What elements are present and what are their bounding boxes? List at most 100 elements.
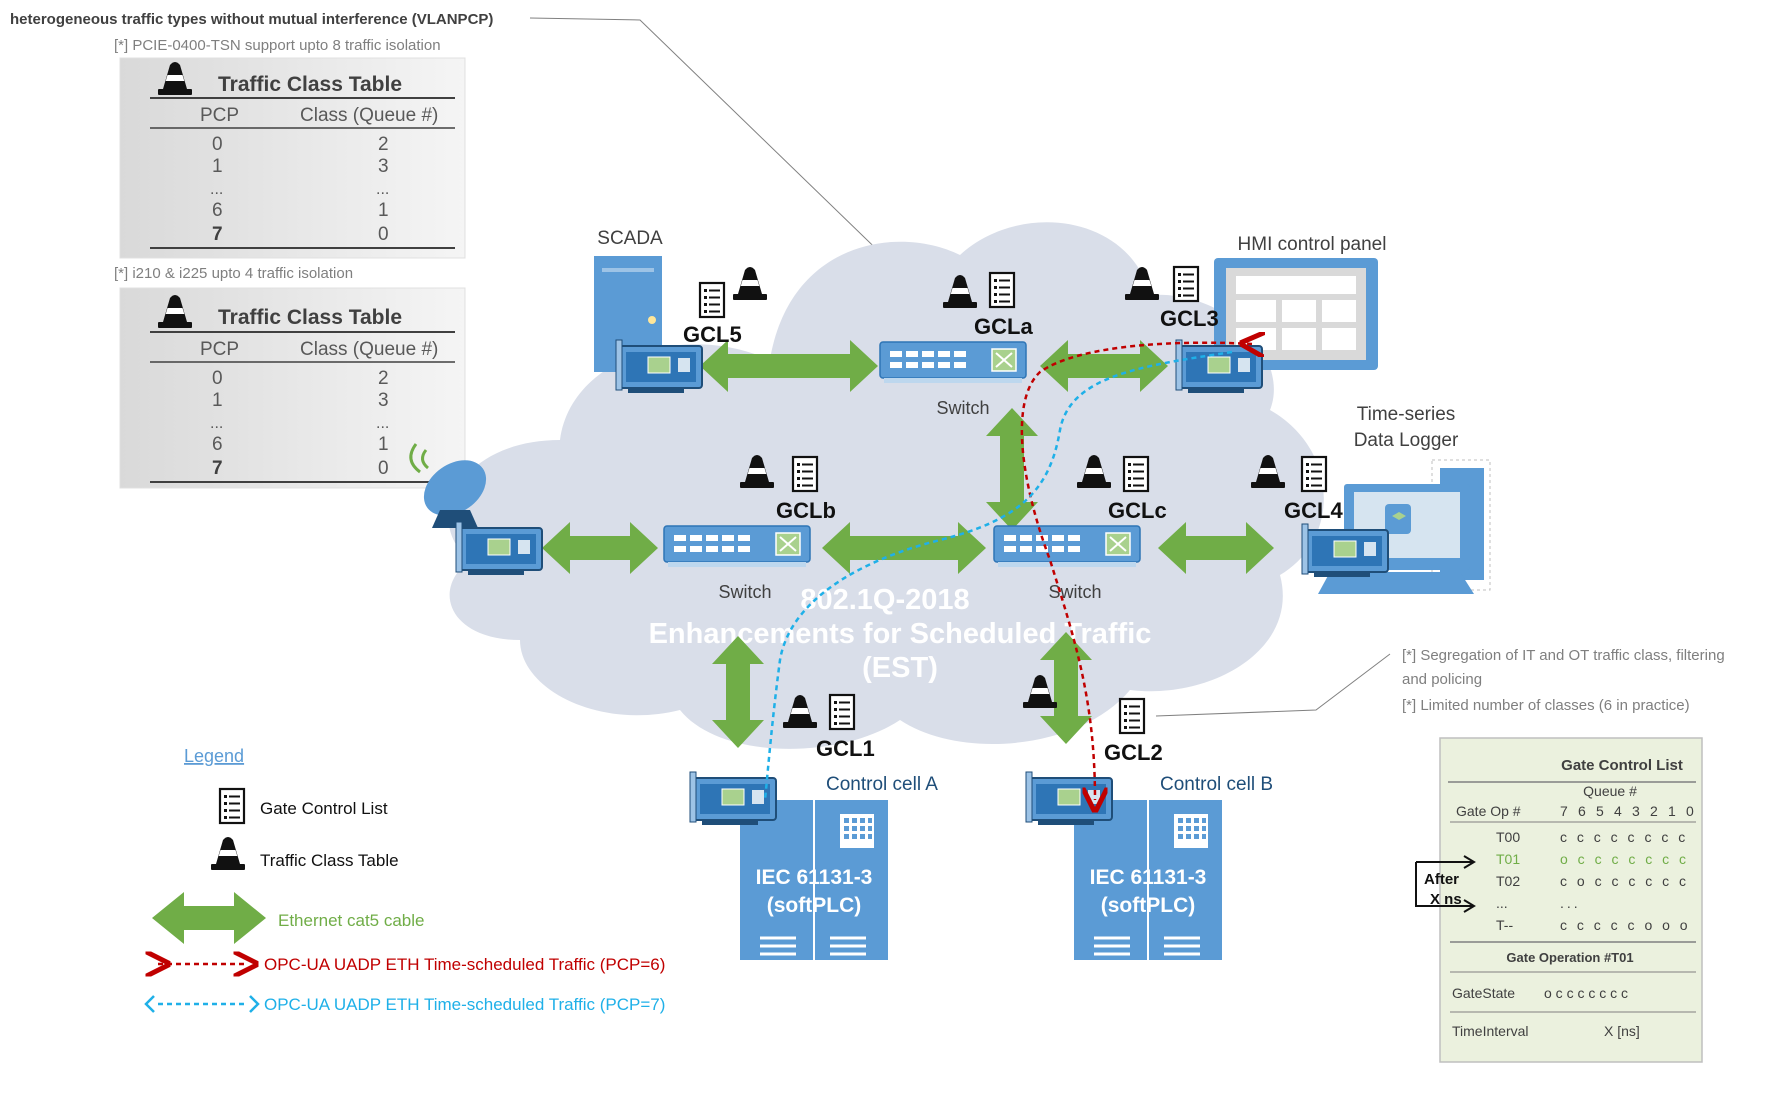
gcl5-label: GCL5 bbox=[683, 322, 742, 347]
gcl-queue-header: Queue # bbox=[1583, 783, 1637, 799]
logger-node: Time-series Data Logger GCL4 bbox=[1251, 404, 1491, 594]
gclb-label: GCLb bbox=[776, 498, 836, 523]
tct-bottom-pcp-2: ... bbox=[210, 415, 223, 432]
nic-card-icon bbox=[1025, 771, 1113, 826]
gcl-row-states: c o c c c c c c bbox=[1560, 873, 1689, 889]
tct-bottom-pcp-0: 0 bbox=[212, 368, 223, 389]
tct-top-cls-2: ... bbox=[376, 181, 389, 198]
plc-b-line1: IEC 61131-3 bbox=[1090, 866, 1207, 889]
legend-title: Legend bbox=[184, 746, 244, 766]
red-traffic-flow bbox=[1020, 343, 1252, 800]
tct-bottom-note: [*] i210 & i225 upto 4 traffic isolation bbox=[114, 265, 353, 282]
tct-top-cls-3: 1 bbox=[378, 200, 389, 221]
tct-top-cls-4: 0 bbox=[378, 224, 389, 245]
tct-bottom-title: Traffic Class Table bbox=[218, 306, 402, 329]
cable-switch-a-switch-c bbox=[986, 408, 1038, 530]
gate-control-list-icon bbox=[791, 455, 819, 493]
tct-top-cls-1: 3 bbox=[378, 156, 389, 177]
tct-bottom-col-class: Class (Queue #) bbox=[300, 339, 438, 360]
gate-control-list-icon bbox=[218, 787, 246, 825]
nic-card-icon bbox=[1175, 339, 1263, 394]
cell-b-label: Control cell B bbox=[1160, 774, 1273, 795]
gcl-queue-3: 3 bbox=[1632, 803, 1640, 819]
gcl1-label: GCL1 bbox=[816, 736, 875, 761]
gcl-col-gateop: Gate Op # bbox=[1456, 803, 1521, 819]
legend-red: OPC-UA UADP ETH Time-scheduled Traffic (… bbox=[264, 955, 665, 974]
gcl-row-op: T-- bbox=[1496, 917, 1513, 933]
switch-c-label: Switch bbox=[1048, 582, 1101, 602]
gcl-queue-5: 5 bbox=[1596, 803, 1604, 819]
tct-top-pcp-4: 7 bbox=[212, 224, 223, 245]
radio-node bbox=[409, 443, 543, 576]
traffic-class-table-bottom: [*] i210 & i225 upto 4 traffic isolation… bbox=[114, 265, 466, 489]
gate-control-list-icon bbox=[698, 281, 726, 319]
tct-top-pcp-1: 1 bbox=[212, 156, 223, 177]
switch-icon bbox=[993, 525, 1141, 568]
tct-bottom-pcp-4: 7 bbox=[212, 458, 223, 479]
gcl2-label: GCL2 bbox=[1104, 740, 1163, 765]
cable-radio-switch-b bbox=[542, 522, 658, 574]
plc-b-line2: (softPLC) bbox=[1101, 894, 1195, 917]
hmi-label: HMI control panel bbox=[1238, 234, 1387, 255]
switch-icon bbox=[879, 341, 1027, 384]
nic-card-icon bbox=[689, 771, 777, 826]
interval-value: X [ns] bbox=[1604, 1023, 1640, 1039]
traffic-class-table-icon bbox=[733, 267, 767, 300]
tct-top-pcp-3: 6 bbox=[212, 200, 223, 221]
tct-bottom-col-pcp: PCP bbox=[200, 339, 239, 360]
gcl-queue-6: 6 bbox=[1578, 803, 1586, 819]
gcl-queue-0: 0 bbox=[1686, 803, 1694, 819]
plc-a-line2: (softPLC) bbox=[767, 894, 861, 917]
tct-bottom-cls-0: 2 bbox=[378, 368, 389, 389]
gate-control-list-icon bbox=[1172, 265, 1200, 303]
after-line1: After bbox=[1424, 871, 1459, 888]
scada-node: SCADA GCL5 bbox=[594, 228, 767, 394]
logger-label-line2: Data Logger bbox=[1354, 430, 1459, 451]
gatestate-value: o c c c c c c c bbox=[1544, 985, 1628, 1001]
tct-bottom-cls-1: 3 bbox=[378, 390, 389, 411]
switch-a: Switch GCLa bbox=[879, 271, 1033, 418]
control-cell-a: Control cell A IEC 61131-3 (softPLC) GCL… bbox=[689, 693, 938, 962]
gcl-queue-1: 1 bbox=[1668, 803, 1676, 819]
after-line2: X ns bbox=[1430, 891, 1462, 908]
legend-tct: Traffic Class Table bbox=[260, 851, 399, 870]
keyboard-icon bbox=[1318, 572, 1474, 594]
gcl-queue-4: 4 bbox=[1614, 803, 1622, 819]
traffic-class-table-top: [*] PCIE-0400-TSN support upto 8 traffic… bbox=[114, 37, 466, 259]
after-arrow bbox=[1415, 855, 1476, 913]
switch-a-label: Switch bbox=[936, 398, 989, 418]
cable-switch-b-cell-a bbox=[712, 636, 764, 748]
traffic-class-table-icon bbox=[211, 837, 245, 870]
legend-cable: Ethernet cat5 cable bbox=[278, 911, 424, 930]
gate-control-list-icon bbox=[828, 693, 856, 731]
gcl3-label: GCL3 bbox=[1160, 306, 1219, 331]
gcl4-label: GCL4 bbox=[1284, 498, 1343, 523]
gcl-row-op: T00 bbox=[1496, 829, 1520, 845]
nic-card-icon bbox=[1301, 523, 1389, 578]
right-note-1: [*] Segregation of IT and OT traffic cla… bbox=[1402, 647, 1725, 664]
tct-top-cls-0: 2 bbox=[378, 134, 389, 155]
cloud-line1: 802.1Q-2018 bbox=[800, 584, 969, 616]
switch-b-label: Switch bbox=[718, 582, 771, 602]
right-note-2: and policing bbox=[1402, 671, 1482, 688]
header-title: heterogeneous traffic types without mutu… bbox=[10, 11, 493, 28]
scada-label: SCADA bbox=[597, 228, 663, 249]
right-note-3: [*] Limited number of classes (6 in prac… bbox=[1402, 697, 1690, 714]
switch-icon bbox=[663, 525, 811, 568]
tct-bottom-pcp-1: 1 bbox=[212, 390, 223, 411]
right-callout-line bbox=[1155, 653, 1391, 717]
gcl-row-states: c c c c c o o o bbox=[1560, 917, 1691, 933]
tct-bottom-cls-2: ... bbox=[376, 415, 389, 432]
interval-label: TimeInterval bbox=[1452, 1023, 1529, 1039]
tct-top-pcp-2: ... bbox=[210, 181, 223, 198]
logger-label-line1: Time-series bbox=[1357, 404, 1456, 425]
plc-a-line1: IEC 61131-3 bbox=[756, 866, 873, 889]
gcl-row-op: T01 bbox=[1496, 851, 1520, 867]
blue-traffic-flow bbox=[763, 350, 1233, 801]
gatestate-label: GateState bbox=[1452, 985, 1515, 1001]
gcla-label: GCLa bbox=[974, 314, 1033, 339]
gcl-queue-7: 7 bbox=[1560, 803, 1568, 819]
